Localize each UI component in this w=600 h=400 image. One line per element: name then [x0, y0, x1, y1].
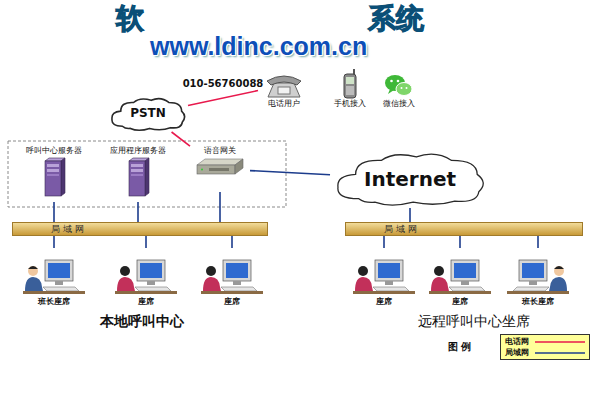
server-tower-icon: [125, 157, 151, 197]
title-fragment: 软: [116, 0, 144, 38]
lan-band: 局 域 网: [345, 222, 583, 236]
device-label: 微信接入: [383, 99, 415, 108]
legend-row: 局域网: [505, 347, 585, 358]
agent-seat: 座席: [112, 248, 180, 306]
network-cable: [137, 202, 139, 222]
agent-seat: 座席: [426, 248, 494, 306]
workstation-illustration: [505, 257, 571, 297]
telephone-line: [172, 132, 190, 146]
lan-band: 局 域 网: [12, 222, 268, 236]
workstation-illustration: [427, 257, 493, 297]
device-label: 座席: [224, 297, 240, 306]
mobile-access-node: 手机接入: [328, 62, 372, 108]
lan-label: 局 域 网: [384, 225, 417, 234]
mobile-phone-icon: [341, 69, 359, 99]
device-label: 座席: [452, 297, 468, 306]
legend-text: 局域网: [505, 348, 535, 357]
voice-gateway: 语音网关: [190, 146, 250, 192]
group-caption: 本地呼叫中心: [100, 313, 184, 331]
network-cable: [145, 236, 147, 248]
pstn-cloud: PSTN: [108, 96, 188, 132]
device-label: 电话用户: [268, 99, 300, 108]
device-label: 呼叫中心服务器: [26, 146, 82, 155]
wechat-icon: [384, 73, 414, 99]
network-cable: [409, 208, 411, 222]
lan-label: 局 域 网: [51, 225, 84, 234]
network-cable: [53, 202, 55, 222]
device-icon: [195, 157, 245, 181]
voice-gateway-icon: [195, 157, 245, 177]
device-label: 班长座席: [38, 297, 70, 306]
network-cable: [459, 236, 461, 248]
internet-cloud: Internet: [330, 150, 490, 208]
network-name: Internet: [364, 168, 456, 191]
agent-seat: 座席: [350, 248, 418, 306]
network-cable: [53, 236, 55, 248]
network-cable: [383, 236, 385, 248]
device-label: 手机接入: [334, 99, 366, 108]
device-icon: [125, 157, 151, 201]
network-cable: [231, 236, 233, 248]
server-tower-icon: [41, 157, 67, 197]
network-name: PSTN: [130, 107, 166, 121]
title-fragment: 系统: [368, 0, 424, 38]
network-cable: [250, 171, 330, 175]
legend-row: 电话网: [505, 336, 585, 347]
call-center-server: 呼叫中心服务器: [14, 146, 94, 202]
supervisor-seat: 班长座席: [500, 248, 576, 306]
network-cable: [219, 192, 221, 222]
workstation-illustration: [113, 257, 179, 297]
legend-box: 电话网局域网: [500, 334, 590, 360]
phone-user-node: 电话用户: [258, 62, 310, 108]
device-label: 座席: [138, 297, 154, 306]
device-label: 语音网关: [204, 146, 236, 155]
legend-line-sample: [535, 339, 585, 345]
legend-title: 图 例: [448, 340, 471, 354]
workstation-illustration: [21, 257, 87, 297]
supervisor-seat: 班长座席: [18, 248, 90, 306]
telephone-icon: [264, 73, 304, 99]
legend-line-sample: [535, 350, 585, 356]
network-cable: [537, 236, 539, 248]
wechat-access-node: 微信接入: [376, 62, 422, 108]
device-icon: [41, 157, 67, 201]
device-label: 班长座席: [522, 297, 554, 306]
device-label: 应用程序服务器: [110, 146, 166, 155]
website-url: www.ldinc.com.cn: [150, 32, 367, 61]
workstation-illustration: [199, 257, 265, 297]
application-server: 应用程序服务器: [98, 146, 178, 202]
workstation-illustration: [351, 257, 417, 297]
legend-text: 电话网: [505, 337, 535, 346]
group-caption: 远程呼叫中心坐席: [418, 313, 530, 331]
dashed-group-box: [8, 141, 286, 207]
phone-number: 010-56760088: [182, 78, 265, 89]
agent-seat: 座席: [198, 248, 266, 306]
telephone-line: [188, 91, 258, 106]
device-label: 座席: [376, 297, 392, 306]
